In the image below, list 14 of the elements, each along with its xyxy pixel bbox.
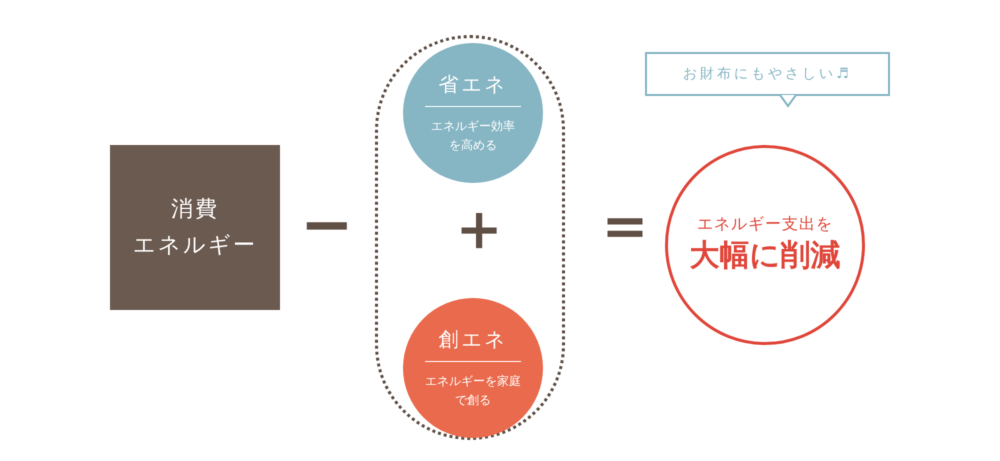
dotted-group-outline	[375, 35, 565, 440]
circle-heading: 省エネ	[425, 70, 521, 107]
equals-sign: ＝	[593, 193, 657, 257]
result-text: 大幅に削減	[690, 237, 840, 275]
label-box	[110, 145, 280, 310]
plus-sign: ＋	[447, 196, 511, 260]
result-subtext: エネルギー支出を	[697, 214, 833, 235]
bubble-text: お財布にもやさしい♬	[683, 65, 852, 83]
label-text: 消費エネルギー	[133, 196, 257, 260]
circle-description: エネルギーを家庭で創る	[425, 372, 521, 409]
circle-description: エネルギー効率を高める	[431, 118, 515, 154]
circle-heading: 創エネ	[425, 326, 521, 362]
minus-sign: −	[300, 193, 354, 257]
result-circle	[665, 145, 865, 345]
